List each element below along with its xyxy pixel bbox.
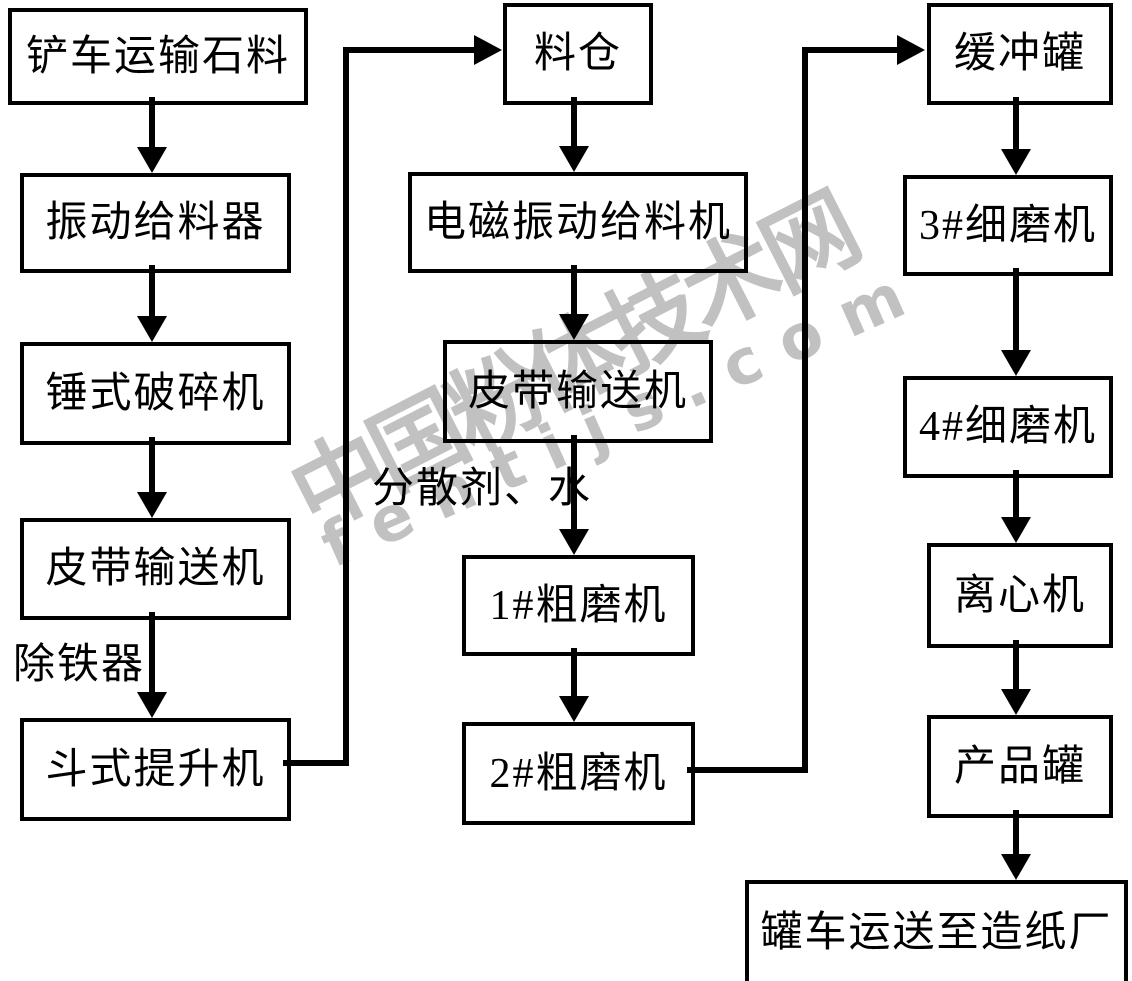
arrow-shaft (1013, 268, 1019, 351)
arrow-head-icon (1001, 689, 1031, 715)
arrow-shaft (1013, 97, 1019, 150)
arrow-head-icon (137, 316, 167, 342)
arrow-head-icon (1001, 149, 1031, 175)
node-fine-mill-3: 3#细磨机 (903, 175, 1113, 276)
node-coarse-mill-1: 1#粗磨机 (462, 555, 695, 656)
arrow-head-icon (137, 147, 167, 173)
connector-coarse-mill-2-to-buffer-tank-v (802, 47, 808, 773)
arrow-coarse-mill-1-to-coarse-mill-2 (559, 648, 589, 722)
node-hammer-crusher: 锤式破碎机 (20, 342, 291, 445)
arrow-head-icon (559, 314, 589, 340)
node-silo: 料仓 (503, 3, 653, 105)
arrow-head-icon (1001, 854, 1031, 880)
arrow-shaft (571, 97, 577, 147)
arrow-shaft (571, 435, 577, 530)
connector-coarse-mill-2-to-buffer-tank-h1 (687, 767, 808, 773)
arrow-head-icon (1001, 350, 1031, 376)
arrow-head-icon (137, 692, 167, 718)
arrow-head-icon (1001, 517, 1031, 543)
node-product-tank: 产品罐 (927, 715, 1113, 818)
node-bucket-elevator: 斗式提升机 (20, 718, 291, 821)
arrow-shaft (1013, 470, 1019, 518)
node-belt-conveyor-2: 皮带输送机 (443, 340, 713, 443)
arrow-vibrating-feeder-to-hammer-crusher (137, 265, 167, 342)
node-coarse-mill-2: 2#粗磨机 (462, 722, 695, 825)
node-vibrating-feeder: 振动给料器 (20, 173, 291, 273)
node-centrifuge: 离心机 (927, 543, 1113, 648)
node-belt-conveyor-1: 皮带输送机 (20, 518, 291, 620)
arrow-belt-conveyor-2-to-coarse-mill-1 (559, 435, 589, 555)
connector-bucket-elevator-to-silo-v (343, 47, 349, 766)
arrow-shaft (571, 648, 577, 697)
arrow-head-icon (559, 696, 589, 722)
arrow-shaft (571, 265, 577, 315)
connector-bucket-elevator-to-silo-arrow-head-icon (474, 35, 502, 65)
arrow-belt-conveyor-1-to-bucket-elevator (137, 612, 167, 718)
arrow-shaft (1013, 640, 1019, 690)
arrow-buffer-tank-to-fine-mill-3 (1001, 97, 1031, 175)
arrow-fine-mill-4-to-centrifuge (1001, 470, 1031, 543)
connector-bucket-elevator-to-silo-h1 (283, 760, 349, 766)
node-electromagnetic-vibrating-feeder: 电磁振动给料机 (408, 172, 748, 273)
arrow-shaft (1013, 810, 1019, 855)
node-fine-mill-4: 4#细磨机 (903, 376, 1113, 478)
arrow-product-tank-to-tanker (1001, 810, 1031, 880)
arrow-shaft (149, 612, 155, 693)
connector-bucket-elevator-to-silo-h2 (349, 47, 475, 53)
arrow-em-feeder-to-belt-conveyor-2 (559, 265, 589, 340)
arrow-centrifuge-to-product-tank (1001, 640, 1031, 715)
arrow-head-icon (137, 492, 167, 518)
arrow-head-icon (559, 529, 589, 555)
arrow-shaft (149, 437, 155, 493)
node-tanker-to-paper-mill: 罐车运送至造纸厂 (745, 880, 1128, 981)
arrow-shaft (149, 97, 155, 148)
node-buffer-tank: 缓冲罐 (927, 3, 1113, 105)
arrow-loader-to-vibrating-feeder (137, 97, 167, 173)
arrow-silo-to-em-feeder (559, 97, 589, 172)
node-loader-transport-stone: 铲车运输石料 (8, 8, 308, 105)
label-iron-remover: 除铁器 (13, 642, 146, 688)
arrow-hammer-crusher-to-belt-conveyor-1 (137, 437, 167, 518)
connector-coarse-mill-2-to-buffer-tank-arrow-head-icon (897, 35, 925, 65)
arrow-shaft (149, 265, 155, 317)
label-dispersant-water: 分散剂、水 (372, 466, 593, 512)
arrow-fine-mill-3-to-fine-mill-4 (1001, 268, 1031, 376)
connector-coarse-mill-2-to-buffer-tank-h2 (808, 47, 898, 53)
arrow-head-icon (559, 146, 589, 172)
